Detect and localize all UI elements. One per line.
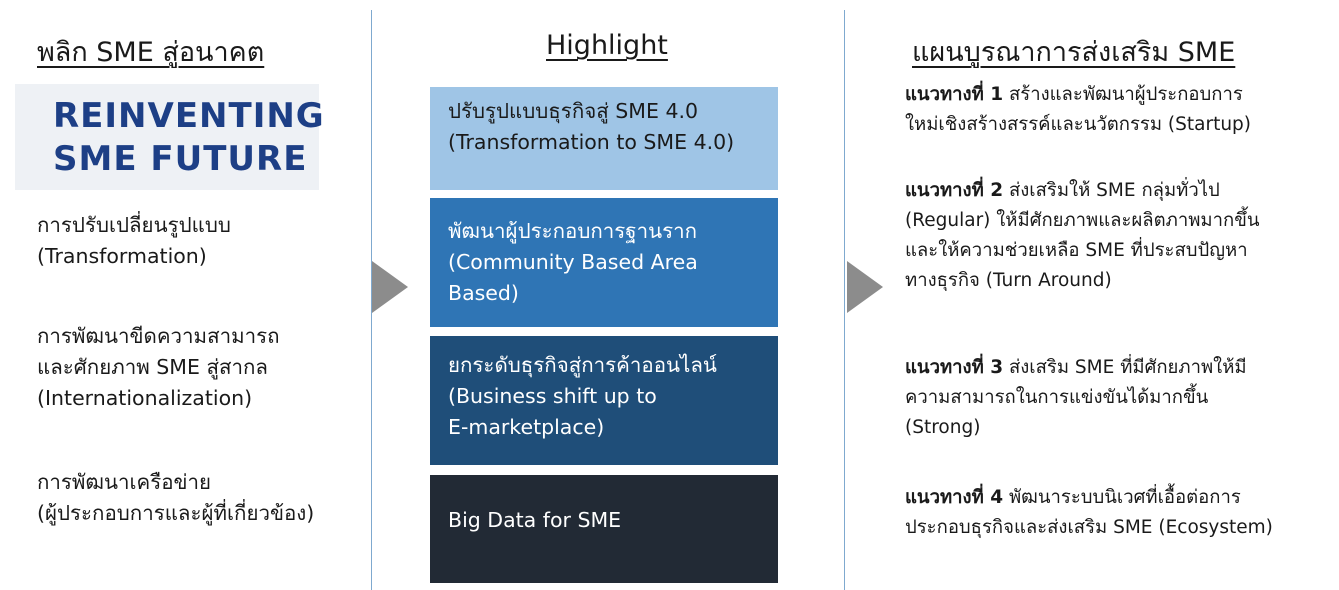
guideline-label: แนวทางที่ 1: [905, 84, 1004, 105]
logo-line-1: REINVENTING: [53, 96, 325, 136]
highlight-box-emarketplace: ยกระดับธุรกิจสู่การค้าออนไลน์ (Business …: [430, 336, 778, 465]
reinventing-sme-future-logo: REINVENTING SME FUTURE: [15, 84, 324, 190]
highlight-box-line: (Community Based Area: [448, 250, 698, 274]
arrow-right-icon: [372, 261, 408, 313]
left-item-line: (ผู้ประกอบการและผู้ที่เกี่ยวข้อง): [37, 501, 315, 525]
guideline-text: ความสามารถในการแข่งขันได้มากขึ้น: [905, 387, 1209, 408]
guideline-2: แนวทางที่ 2 ส่งเสริมให้ SME กลุ่มทั่วไป …: [905, 176, 1260, 296]
guideline-text: พัฒนาระบบนิเวศที่เอื้อต่อการ: [1008, 487, 1241, 508]
arrow-right-icon: [847, 261, 883, 313]
guideline-label: แนวทางที่ 3: [905, 357, 1004, 378]
guideline-text: และให้ความช่วยเหลือ SME ที่ประสบปัญหา: [905, 240, 1248, 261]
highlight-box-sme40: ปรับรูปแบบธุรกิจสู่ SME 4.0 (Transformat…: [430, 87, 778, 190]
guideline-text: สร้างและพัฒนาผู้ประกอบการ: [1008, 84, 1243, 105]
left-item-line: การปรับเปลี่ยนรูปแบบ: [37, 213, 231, 237]
logo-line-2: SME FUTURE: [53, 139, 308, 179]
guideline-text: (Regular) ให้มีศักยภาพและผลิตภาพมากขึ้น: [905, 210, 1260, 231]
highlight-box-line: พัฒนาผู้ประกอบการฐานราก: [448, 219, 698, 243]
left-item-line: (Internationalization): [37, 386, 253, 410]
guideline-text: ประกอบธุรกิจและส่งเสริม SME (Ecosystem): [905, 517, 1273, 538]
divider-right: [844, 10, 845, 590]
middle-column-title: Highlight: [546, 30, 668, 61]
guideline-label: แนวทางที่ 2: [905, 180, 1004, 201]
highlight-box-line: Based): [448, 281, 519, 305]
left-item-line: การพัฒนาเครือข่าย: [37, 470, 212, 494]
guideline-1: แนวทางที่ 1 สร้างและพัฒนาผู้ประกอบการ ให…: [905, 80, 1251, 140]
left-item-line: และศักยภาพ SME สู่สากล: [37, 355, 268, 379]
highlight-box-line: (Transformation to SME 4.0): [448, 130, 735, 154]
right-column-title: แผนบูรณาการส่งเสริม SME: [912, 37, 1236, 68]
left-item-internationalization: การพัฒนาขีดความสามารถ และศักยภาพ SME สู่…: [37, 321, 280, 414]
guideline-text: (Strong): [905, 417, 981, 438]
guideline-label: แนวทางที่ 4: [905, 487, 1004, 508]
left-item-line: การพัฒนาขีดความสามารถ: [37, 324, 280, 348]
guideline-text: ส่งเสริม SME ที่มีศักยภาพให้มี: [1008, 357, 1247, 378]
highlight-box-line: E-marketplace): [448, 415, 605, 439]
highlight-box-line: ปรับรูปแบบธุรกิจสู่ SME 4.0: [448, 99, 699, 123]
left-item-transformation: การปรับเปลี่ยนรูปแบบ (Transformation): [37, 210, 231, 272]
left-column-title: พลิก SME สู่อนาคต: [37, 37, 265, 68]
highlight-box-bigdata: Big Data for SME: [430, 475, 778, 583]
highlight-box-line: Big Data for SME: [448, 508, 622, 532]
highlight-box-community: พัฒนาผู้ประกอบการฐานราก (Community Based…: [430, 198, 778, 327]
guideline-text: ทางธุรกิจ (Turn Around): [905, 270, 1112, 291]
left-item-line: (Transformation): [37, 244, 207, 268]
highlight-box-line: (Business shift up to: [448, 384, 657, 408]
left-item-network: การพัฒนาเครือข่าย (ผู้ประกอบการและผู้ที่…: [37, 467, 314, 529]
guideline-text: ใหม่เชิงสร้างสรรค์และนวัตกรรม (Startup): [905, 114, 1252, 135]
guideline-3: แนวทางที่ 3 ส่งเสริม SME ที่มีศักยภาพให้…: [905, 353, 1247, 443]
guideline-text: ส่งเสริมให้ SME กลุ่มทั่วไป: [1008, 180, 1220, 201]
guideline-4: แนวทางที่ 4 พัฒนาระบบนิเวศที่เอื้อต่อการ…: [905, 483, 1273, 543]
highlight-box-line: ยกระดับธุรกิจสู่การค้าออนไลน์: [448, 353, 717, 377]
divider-left: [371, 10, 372, 590]
